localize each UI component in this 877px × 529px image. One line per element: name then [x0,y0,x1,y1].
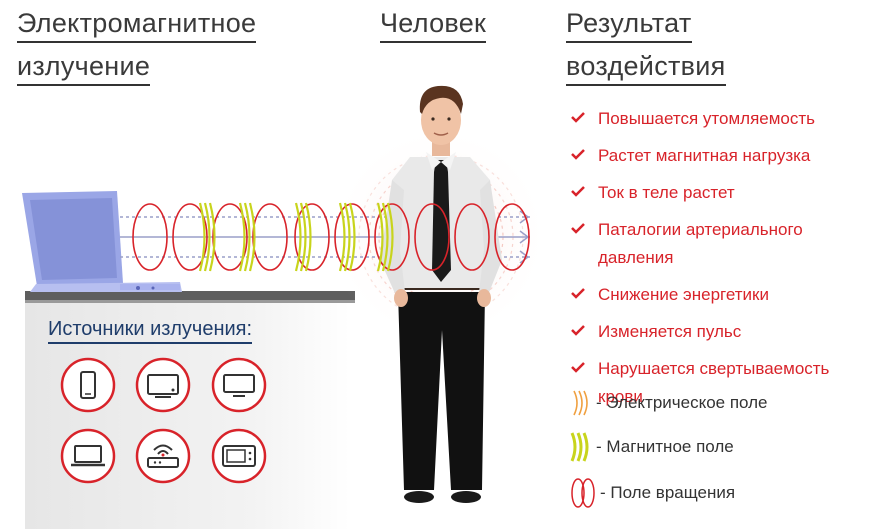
check-icon [571,112,585,123]
rotation-coil [454,203,490,271]
heading-em-line2: излучение [17,48,151,86]
check-icon [571,288,585,299]
heading-em-line1: Электромагнитное [17,5,257,43]
rotation-coil [414,203,450,271]
effect-item: Повышается утомляемость [568,105,868,133]
rotation-coil [294,203,330,271]
legend-magnetic-label: - Магнитное поле [596,437,734,456]
effect-text: Повышается утомляемость [598,109,816,128]
legend-electric-label: - Электрическое поле [596,393,768,412]
effect-text: Ток в теле растет [598,183,735,202]
effect-item: Изменяется пульс [568,318,868,346]
effect-text: Изменяется пульс [598,322,742,341]
legend-magnetic: - Магнитное поле [568,430,734,464]
effects-list: Повышается утомляемость Растет магнитная… [568,105,868,420]
legend-electric: - Электрическое поле [568,388,768,418]
effect-item: Снижение энергетики [568,281,868,309]
heading-em-radiation: Электромагнитное излучение [17,2,257,88]
monitor-icon [211,357,267,413]
rotation-coil [334,203,370,271]
heading-result: Результат воздействия [566,2,726,88]
magnetic-coil [338,202,356,272]
effect-text: Растет магнитная нагрузка [598,146,811,165]
magnetic-coil [294,202,312,272]
smartphone-icon [60,357,116,413]
rotation-coil [212,203,248,271]
rotation-coil [494,203,530,271]
desk [25,291,355,303]
rotation-coil [374,203,410,271]
wifi-router-icon [135,428,191,484]
heading-person: Человек [380,2,487,45]
rotation-coil [252,203,288,271]
heading-person-label: Человек [380,5,487,43]
effect-text: Снижение энергетики [598,285,769,304]
magnetic-field-icon [570,432,589,462]
rotation-field-icon [571,478,595,508]
check-icon [571,325,585,336]
check-icon [571,362,585,373]
tv-icon [135,357,191,413]
effect-item: Растет магнитная нагрузка [568,142,868,170]
laptop-icon [60,428,116,484]
magnetic-coil [376,202,394,272]
effect-item: Ток в теле растет [568,179,868,207]
sources-panel [25,300,350,529]
legend-rotation-label: - Поле вращения [600,483,736,502]
heading-result-line1: Результат [566,5,692,43]
electric-field-icon [573,390,588,416]
check-icon [571,149,585,160]
heading-result-line2: воздействия [566,48,726,86]
effect-item: Нарушается свертываемость крови [568,355,868,411]
magnetic-coil [238,202,256,272]
magnetic-coil [198,202,216,272]
check-icon [571,223,585,234]
magnetic-field-coils [198,202,394,272]
rotation-coil [132,203,168,271]
scene-illustration [22,85,550,529]
rotation-field-coils [132,203,530,271]
effect-text: Нарушается свертываемость крови [598,359,830,406]
legend-rotation: - Поле вращения [568,476,735,510]
check-icon [571,186,585,197]
microwave-icon [211,428,267,484]
sources-title: Источники излучения: [48,318,253,344]
laptop-illustration [22,191,182,292]
source-icons [60,357,267,484]
rotation-coil [172,203,208,271]
effect-text: Паталогии артериального давления [598,220,803,267]
effect-item: Паталогии артериального давления [568,216,858,272]
